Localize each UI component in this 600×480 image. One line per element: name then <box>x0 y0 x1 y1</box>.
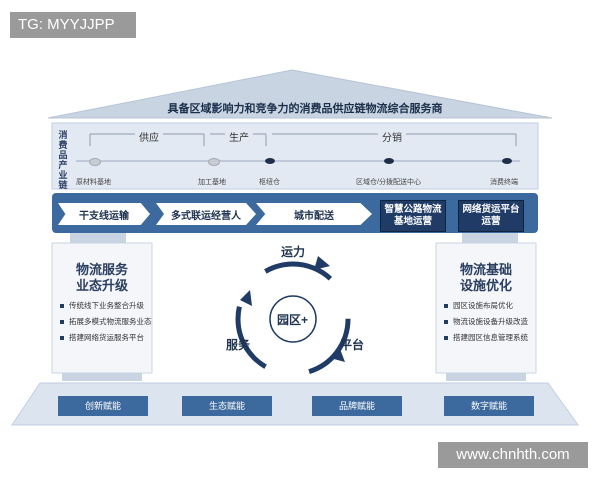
node-dot-hub <box>265 158 275 164</box>
foundation-digital: 数字赋能 <box>444 396 534 416</box>
right-panel-title-1: 物流基础 <box>459 262 512 277</box>
node-dot-process <box>208 158 220 166</box>
left-panel-title-2: 业态升级 <box>75 278 128 293</box>
segment-production: 生产 <box>225 129 253 144</box>
node-dot-consumer <box>502 158 512 164</box>
roof-title: 具备区域影响力和竞争力的消费品供应链物流综合服务商 <box>167 103 443 115</box>
foundation-ecology: 生态赋能 <box>182 396 272 416</box>
right-bullet-1: 园区设施布局优化 <box>444 298 513 314</box>
right-bullet-2: 物流设施设备升级改造 <box>444 314 528 330</box>
service-trunk-transport: 干支线运输 <box>58 203 150 225</box>
bullet-square-icon <box>444 320 448 325</box>
bullet-square-icon <box>444 304 448 309</box>
right-bullet-2-text: 物流设施设备升级改造 <box>453 317 528 326</box>
right-bullet-3-text: 搭建园区信息管理系统 <box>453 333 528 342</box>
left-panel-title-1: 物流服务 <box>75 262 128 277</box>
watermark: www.chnhth.com <box>438 442 588 468</box>
node-label-raw: 原材料基地 <box>76 179 111 186</box>
foundation-brand: 品牌赋能 <box>312 396 402 416</box>
box-smart-logistics: 智慧公路物流基地运营 <box>380 200 446 232</box>
cycle-center-park: 园区+ <box>277 313 309 327</box>
right-bullet-1-text: 园区设施布局优化 <box>453 301 513 310</box>
bullet-square-icon <box>444 336 448 341</box>
node-dot-regional <box>384 158 394 164</box>
left-bullet-1-text: 传统线下业务整合升级 <box>69 301 144 310</box>
node-label-regional: 区域仓/分拨配送中心 <box>356 179 421 186</box>
segment-distribution: 分销 <box>378 129 406 144</box>
cycle-platform: 平台 <box>340 338 365 352</box>
left-bullet-3: 搭建网络货运服务平台 <box>60 330 144 346</box>
left-bullet-2-text: 拓展多模式物流服务业态 <box>69 317 152 326</box>
node-dot-raw <box>89 158 101 166</box>
left-bullet-1: 传统线下业务整合升级 <box>60 298 144 314</box>
segment-supply: 供应 <box>135 129 163 144</box>
node-label-consumer: 消费终端 <box>490 179 518 186</box>
foundation-innovation: 创新赋能 <box>58 396 148 416</box>
service-city-delivery: 城市配送 <box>256 203 372 225</box>
bullet-square-icon <box>60 320 64 325</box>
cycle-service: 服务 <box>226 338 251 352</box>
header-tag: TG: MYYJJPP <box>10 12 136 38</box>
left-bullet-3-text: 搭建网络货运服务平台 <box>69 333 144 342</box>
right-panel-title-2: 设施优化 <box>459 278 512 293</box>
right-bullet-3: 搭建园区信息管理系统 <box>444 330 528 346</box>
node-label-process: 加工基地 <box>198 179 226 186</box>
chain-side-label: 消费品产业链 <box>58 130 68 190</box>
cycle-capacity: 运力 <box>281 245 306 259</box>
bullet-square-icon <box>60 336 64 341</box>
left-bullet-2: 拓展多模式物流服务业态 <box>60 314 152 330</box>
service-multimodal: 多式联运经营人 <box>156 203 256 225</box>
node-label-hub: 枢纽仓 <box>259 179 280 186</box>
bullet-square-icon <box>60 304 64 309</box>
box-network-freight: 网络货运平台运营 <box>458 200 524 232</box>
